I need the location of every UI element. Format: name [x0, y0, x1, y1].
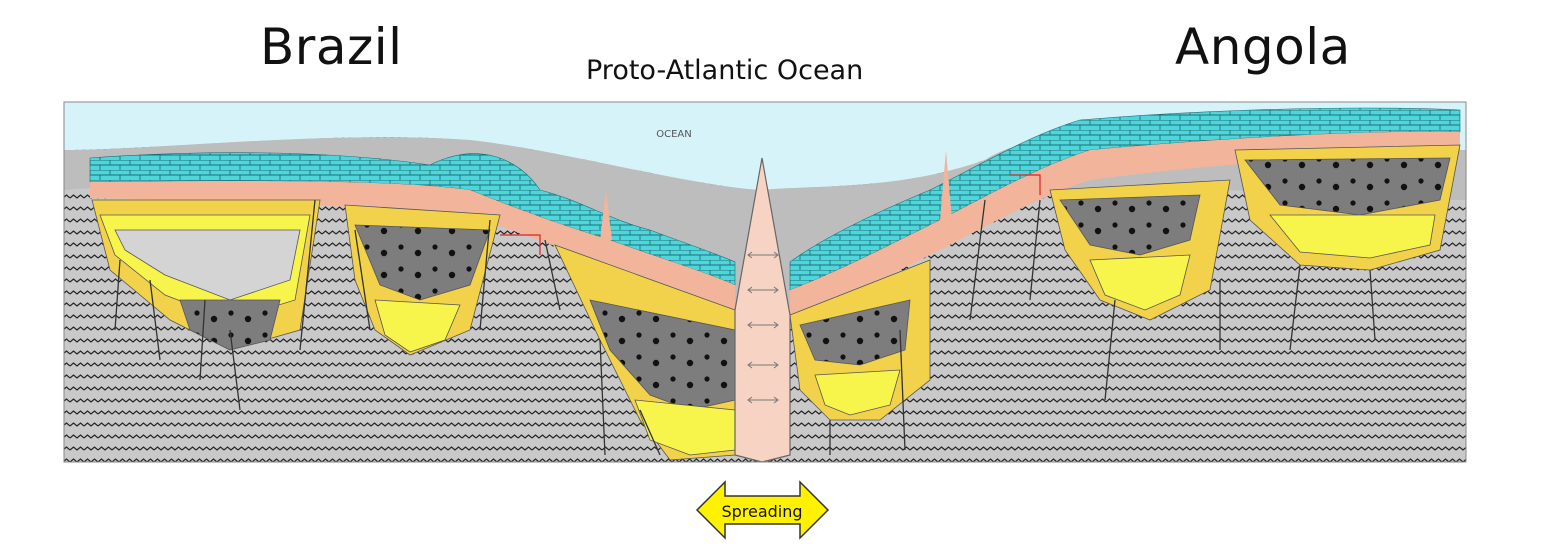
salt-diapir-left	[600, 190, 612, 240]
rift-basins-right	[1049, 144, 1461, 321]
brazil-label: Brazil	[260, 18, 403, 76]
ridge-arrows	[747, 251, 779, 404]
central-basins	[554, 244, 931, 461]
ocean-title: Proto-Atlantic Ocean	[586, 55, 864, 86]
fault-lines	[114, 199, 1376, 456]
ocean-label: OCEAN	[656, 129, 692, 140]
salt-diapir-right	[940, 150, 952, 220]
section-frame	[63, 101, 1467, 463]
spreading-label: Spreading	[721, 502, 802, 521]
red-marker-left	[500, 234, 541, 255]
mid-ocean-ridge-icon	[734, 157, 791, 463]
angola-label: Angola	[1175, 18, 1351, 76]
spreading-arrow-icon: Spreading	[695, 480, 830, 540]
salt-left	[90, 180, 735, 310]
red-marker-right	[1010, 174, 1041, 195]
rift-basins-left	[91, 199, 501, 356]
